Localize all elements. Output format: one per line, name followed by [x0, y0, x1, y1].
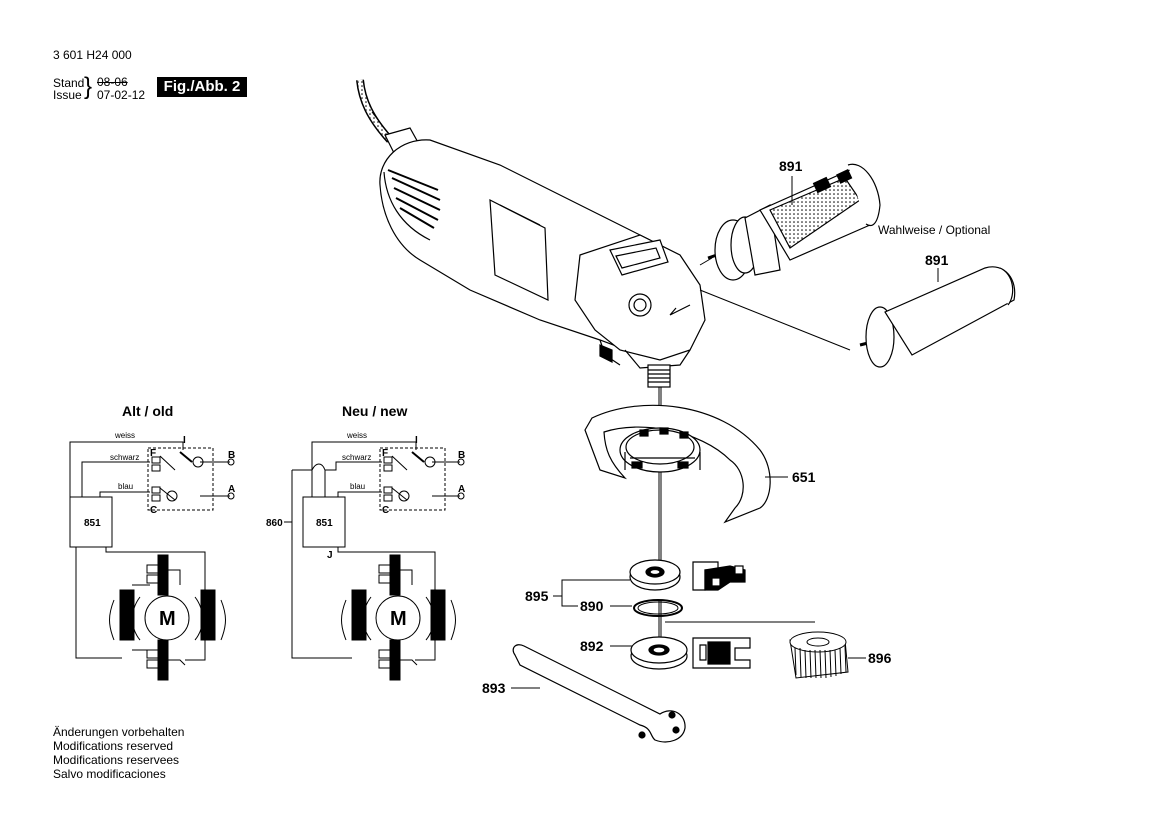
footer-line-de: Änderungen vorbehalten [53, 725, 185, 739]
optional-label: Wahlweise / Optional [878, 223, 990, 237]
motor-label-old: M [159, 608, 176, 630]
part-896-label: 896 [868, 650, 892, 666]
pin-wrench-893 [512, 644, 686, 743]
terminal-J-new: J [327, 550, 333, 561]
terminal-F-old: F [150, 448, 156, 459]
flange-895 [629, 559, 746, 591]
stand-label: Stand [53, 76, 85, 90]
quick-nut-896 [789, 631, 849, 679]
terminal-I-old: I [183, 435, 186, 446]
new-date: 07-02-12 [97, 88, 146, 102]
part-891-top-label: 891 [779, 158, 803, 174]
capacitor-851-old: 851 [84, 518, 101, 529]
wire-weiss-old: weiss [114, 431, 135, 440]
terminal-B-old: B [228, 450, 235, 461]
wire-weiss-new: weiss [346, 431, 367, 440]
motor-label-new: M [390, 608, 407, 630]
side-handle-891-top [707, 163, 881, 281]
brace-symbol: } [84, 73, 93, 100]
issue-label: Issue [53, 88, 82, 102]
o-ring-890 [633, 599, 683, 617]
terminal-C-new: C [382, 505, 389, 516]
leader-lines [511, 176, 939, 689]
footer-line-es: Salvo modificaciones [53, 767, 166, 781]
wiring-diagram-old: Alt / old [69, 403, 235, 681]
wire-blau-old: blau [118, 482, 133, 491]
part-892-label: 892 [580, 638, 604, 654]
terminal-A-new: A [458, 484, 465, 495]
part-890-label: 890 [580, 598, 604, 614]
document-number: 3 601 H24 000 [53, 48, 132, 62]
footer-line-fr: Modifications reservees [53, 753, 180, 767]
wiring-new-title: Neu / new [342, 403, 407, 419]
side-handle-891-bottom [859, 266, 1016, 368]
part-number-labels: 891 Wahlweise / Optional 891 651 895 890… [482, 158, 990, 696]
part-860-label: 860 [266, 518, 283, 529]
wire-blau-new: blau [350, 482, 365, 491]
capacitor-851-new: 851 [316, 518, 333, 529]
terminal-I-new: I [415, 435, 418, 446]
angle-grinder-illustration [356, 79, 706, 388]
wiring-old-title: Alt / old [122, 403, 173, 419]
footer-line-en: Modifications reserved [53, 739, 174, 753]
old-date: 08-06 [97, 75, 128, 89]
wire-schwarz-new: schwarz [342, 453, 371, 462]
terminal-B-new: B [458, 450, 465, 461]
part-893-label: 893 [482, 680, 506, 696]
part-651-label: 651 [792, 469, 816, 485]
part-895-label: 895 [525, 588, 549, 604]
part-891-bottom-label: 891 [925, 252, 949, 268]
figure-label: Fig./Abb. 2 [157, 77, 247, 97]
terminal-A-old: A [228, 484, 235, 495]
clamping-nut-892 [630, 636, 751, 670]
wheel-guard-651 [584, 404, 771, 524]
terminal-C-old: C [150, 505, 157, 516]
wire-schwarz-old: schwarz [110, 453, 139, 462]
wiring-diagram-new: Neu / new [266, 403, 465, 681]
terminal-F-new: F [382, 448, 388, 459]
